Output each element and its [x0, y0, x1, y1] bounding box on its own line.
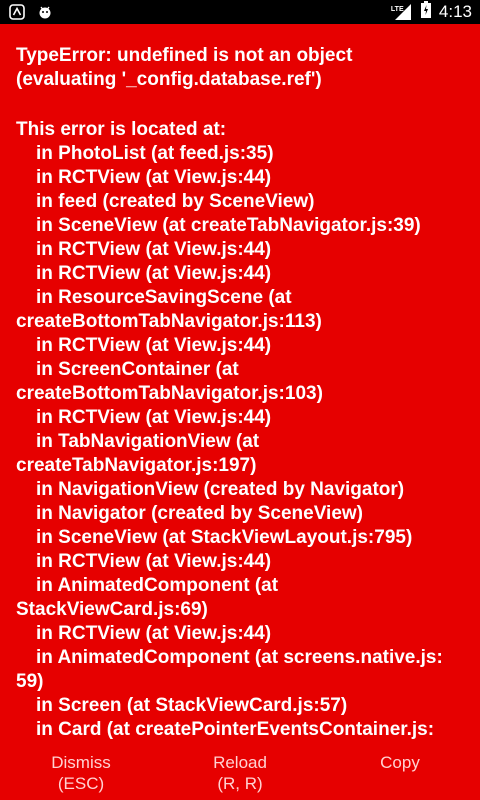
copy-button[interactable]: Copy	[320, 752, 480, 773]
error-action-bar: Dismiss (ESC) Reload (R, R) Copy	[0, 745, 480, 800]
stack-line: in ResourceSavingScene (at	[36, 287, 292, 308]
stack-line: createBottomTabNavigator.js:103)	[16, 383, 323, 404]
stack-line: in NavigationView (created by Navigator)	[36, 479, 405, 500]
copy-label: Copy	[380, 753, 420, 772]
reload-shortcut: (R, R)	[217, 774, 263, 793]
stack-line: in Card (at createPointerEventsContainer…	[36, 719, 435, 740]
reload-label: Reload	[213, 753, 267, 772]
stack-line: in PhotoList (at feed.js:35)	[36, 143, 274, 164]
signal-icon: LTE	[390, 4, 413, 20]
status-bar-left-icons	[8, 3, 54, 21]
status-bar-time: 4:13	[438, 2, 472, 21]
stack-line: 27)	[16, 742, 471, 745]
error-title: TypeError: undefined is not an object (e…	[16, 44, 466, 92]
stack-line: in Screen (at StackViewCard.js:57)	[36, 695, 348, 716]
stack-line: in AnimatedComponent (at	[36, 575, 279, 596]
stack-line: in SceneView (at createTabNavigator.js:3…	[36, 215, 421, 236]
error-title-line-2: (evaluating '_config.database.ref')	[16, 69, 322, 90]
status-bar: LTE 4:13	[0, 0, 480, 24]
battery-icon	[420, 1, 431, 23]
stack-line: in RCTView (at View.js:44)	[36, 167, 272, 188]
component-stack: in PhotoList (at feed.js:35) in RCTView (…	[16, 142, 471, 745]
error-location-header: This error is located at:	[16, 119, 227, 140]
stack-line: in RCTView (at View.js:44)	[36, 551, 272, 572]
bug-icon	[36, 3, 54, 21]
error-title-line-1: TypeError: undefined is not an object	[16, 45, 353, 66]
stack-line: in Navigator (created by SceneView)	[36, 503, 363, 524]
stack-line: StackViewCard.js:69)	[16, 599, 208, 620]
stack-line: in ScreenContainer (at	[36, 359, 239, 380]
stack-line: in AnimatedComponent (at screens.native.…	[36, 647, 443, 668]
stack-line: in SceneView (at StackViewLayout.js:795)	[36, 527, 413, 548]
stack-line: in RCTView (at View.js:44)	[36, 263, 272, 284]
dismiss-label: Dismiss	[51, 753, 111, 772]
stack-line: 59)	[16, 671, 44, 692]
dismiss-shortcut: (ESC)	[57, 774, 105, 793]
stack-line: in RCTView (at View.js:44)	[36, 407, 272, 428]
stack-line: in TabNavigationView (at	[36, 431, 260, 452]
status-bar-right: LTE 4:13	[390, 0, 472, 24]
dismiss-button[interactable]: Dismiss (ESC)	[1, 752, 161, 794]
stack-line: in RCTView (at View.js:44)	[36, 239, 272, 260]
stack-line: in RCTView (at View.js:44)	[36, 335, 272, 356]
reload-button[interactable]: Reload (R, R)	[160, 752, 320, 794]
stack-line: createTabNavigator.js:197)	[16, 455, 257, 476]
android-icon	[8, 3, 26, 21]
network-type-label: LTE	[390, 6, 404, 13]
error-message-scroll[interactable]: TypeError: undefined is not an object (e…	[0, 24, 480, 745]
stack-line: createBottomTabNavigator.js:113)	[16, 311, 322, 332]
stack-line: in feed (created by SceneView)	[36, 191, 315, 212]
stack-line: in RCTView (at View.js:44)	[36, 623, 272, 644]
